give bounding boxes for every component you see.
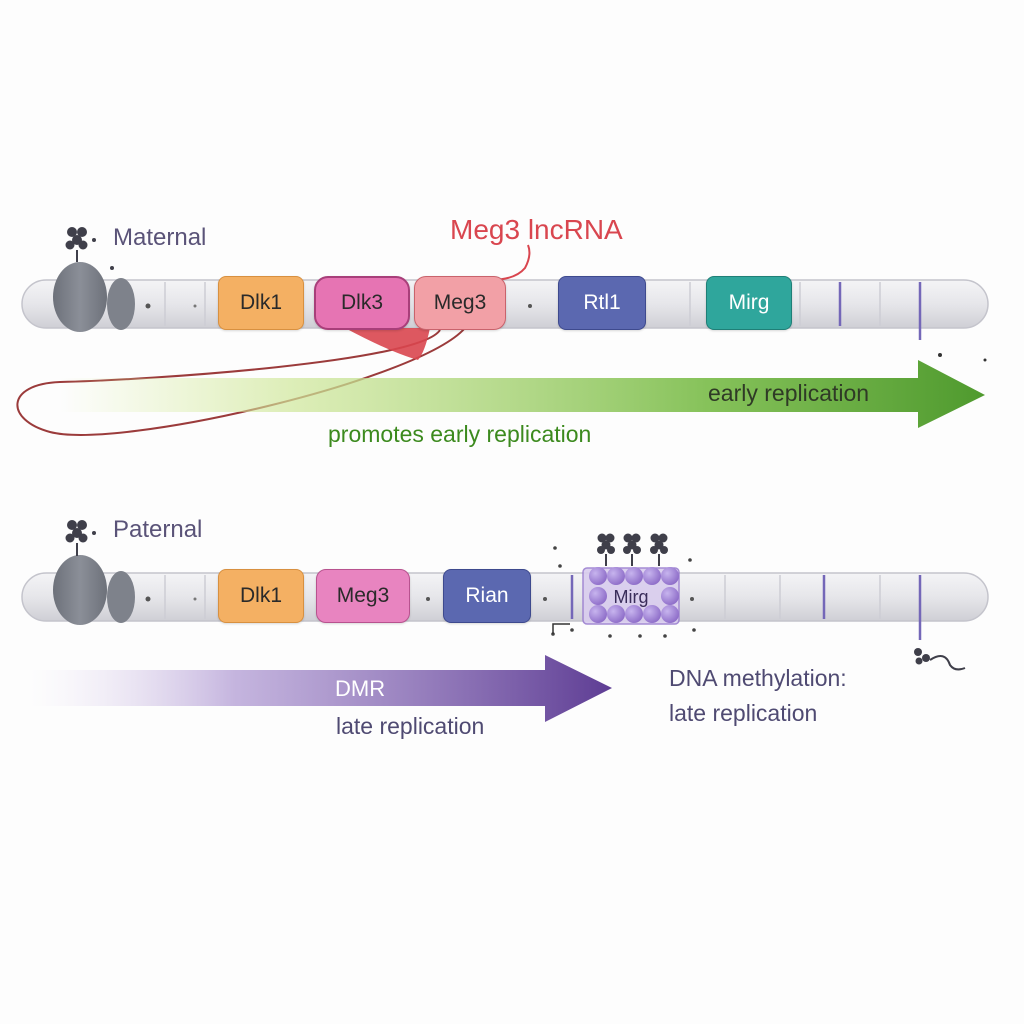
lncrna-callout (489, 244, 531, 281)
gene-meg3-paternal: Meg3 (316, 569, 410, 623)
methyl-group-icons (597, 533, 668, 566)
paternal-label: Paternal (113, 516, 203, 543)
early-replication-arrow (60, 360, 985, 428)
late-replication-arrow (30, 655, 612, 722)
gene-meg3-maternal: Meg3 (414, 276, 506, 330)
gene-dlk3-maternal: Dlk3 (314, 276, 410, 330)
meg3-lncrna-label: Meg3 lncRNA (450, 214, 623, 245)
methylation-cluster (551, 546, 696, 638)
maternal-label: Maternal (113, 224, 207, 251)
gene-rtl1-maternal: Rtl1 (558, 276, 646, 330)
paternal-end-mark (914, 648, 966, 671)
maternal-end-marks (938, 353, 987, 362)
maternal-histone-icon (65, 227, 114, 270)
gene-mirg-maternal: Mirg (706, 276, 792, 330)
promotes-early-replication-label: promotes early replication (328, 421, 592, 447)
paternal-histone-icon (65, 520, 96, 556)
gene-dlk1-paternal: Dlk1 (218, 569, 304, 623)
gene-rian-paternal: Rian (443, 569, 531, 623)
lncrna-wedge (345, 328, 430, 360)
gene-mirg-paternal: Mirg (613, 586, 649, 607)
dmr-label: DMR (335, 676, 386, 701)
paternal-centromere (53, 555, 135, 625)
maternal-centromere (53, 262, 135, 332)
early-replication-label: early replication (708, 380, 870, 406)
dna-methylation-label: DNA methylation: (669, 665, 847, 691)
dna-methylation-late-label: late replication (669, 700, 818, 726)
late-replication-label: late replication (336, 713, 485, 739)
gene-dlk1-maternal: Dlk1 (218, 276, 304, 330)
